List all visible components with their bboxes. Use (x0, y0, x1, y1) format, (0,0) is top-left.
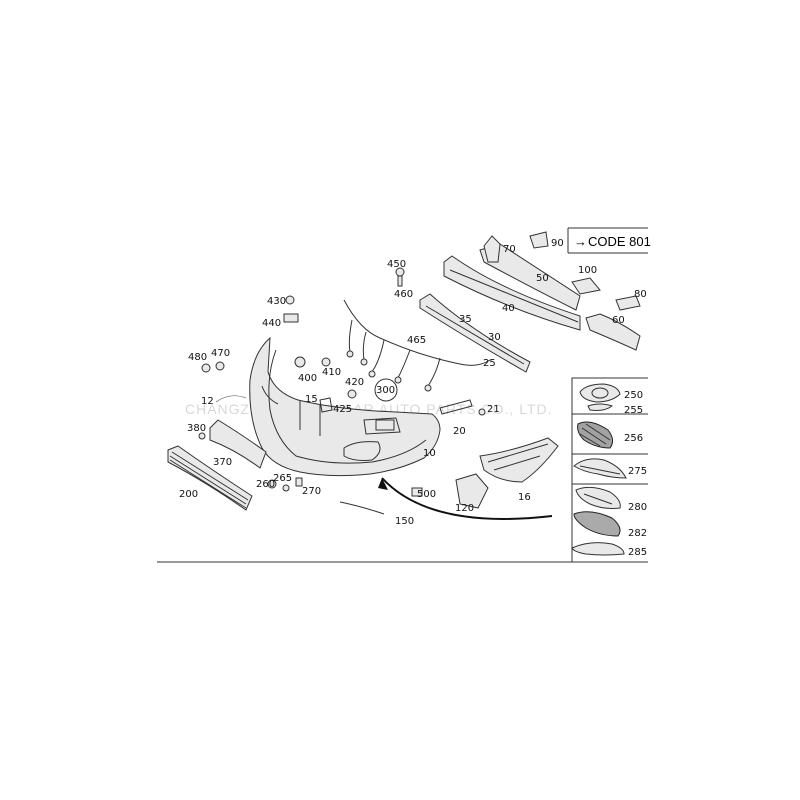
callout-255: 255 (624, 405, 643, 416)
grille-insert-part (577, 421, 614, 449)
bezel-280-part (575, 486, 621, 509)
mesh-282-part (573, 511, 621, 537)
callout-465: 465 (407, 335, 426, 346)
arrowhead-liner (378, 478, 388, 490)
callout-285: 285 (628, 547, 647, 558)
callout-460: 460 (394, 289, 413, 300)
callout-420: 420 (345, 377, 364, 388)
callout-90: 90 (551, 238, 564, 249)
callout-270: 270 (302, 486, 321, 497)
callout-410: 410 (322, 367, 341, 378)
callout-16: 16 (518, 492, 531, 503)
callout-150: 150 (395, 516, 414, 527)
callout-60: 60 (612, 315, 625, 326)
reinforcement-beams (419, 243, 641, 373)
callout-labels: 10 12 15 16 20 21 25 30 35 40 50 60 70 8… (179, 238, 647, 558)
fog-bezel-part (579, 383, 621, 411)
callout-80: 80 (634, 289, 647, 300)
callout-430: 430 (267, 296, 286, 307)
callout-100: 100 (578, 265, 597, 276)
bumper-cover-part (249, 336, 441, 477)
side-bracket-part (479, 437, 559, 483)
callout-250: 250 (624, 390, 643, 401)
callout-35: 35 (459, 314, 472, 325)
callout-10: 10 (423, 448, 436, 459)
callout-440: 440 (262, 318, 281, 329)
callout-25: 25 (483, 358, 496, 369)
code-arrow: → (574, 234, 587, 249)
fasteners (198, 267, 486, 497)
callout-425: 425 (333, 404, 352, 415)
callout-70: 70 (503, 244, 516, 255)
callout-30: 30 (488, 332, 501, 343)
arrow-liner (381, 477, 553, 520)
wiring-harness-part (343, 299, 491, 392)
callout-500: 500 (417, 489, 436, 500)
callout-280: 280 (628, 502, 647, 513)
callout-282: 282 (628, 528, 647, 539)
variant-box (571, 377, 648, 562)
callout-370: 370 (213, 457, 232, 468)
callout-380: 380 (187, 423, 206, 434)
arrow-12 (215, 395, 247, 403)
callout-260: 260 (256, 479, 275, 490)
led-strip-part (573, 458, 627, 479)
mount-brackets (483, 231, 641, 311)
callout-400: 400 (298, 373, 317, 384)
callout-20: 20 (453, 426, 466, 437)
callout-470: 470 (211, 348, 230, 359)
code-label: CODE 801 (588, 234, 651, 249)
callout-15: 15 (305, 394, 318, 405)
strip-285-part (571, 542, 625, 556)
callout-265: 265 (273, 473, 292, 484)
callout-300: 300 (376, 385, 395, 396)
callout-21: 21 (487, 404, 500, 415)
callout-256: 256 (624, 433, 643, 444)
license-bracket-part (209, 419, 267, 469)
callout-275: 275 (628, 466, 647, 477)
callout-200: 200 (179, 489, 198, 500)
liner-part (455, 473, 489, 509)
code-box: → CODE 801 (567, 227, 651, 254)
callout-450: 450 (387, 259, 406, 270)
callout-40: 40 (502, 303, 515, 314)
callout-12: 12 (201, 396, 214, 407)
front-grille-part (167, 445, 253, 511)
trim-strip-part (339, 501, 385, 515)
callout-480: 480 (188, 352, 207, 363)
callout-50: 50 (536, 273, 549, 284)
callout-120: 120 (455, 503, 474, 514)
